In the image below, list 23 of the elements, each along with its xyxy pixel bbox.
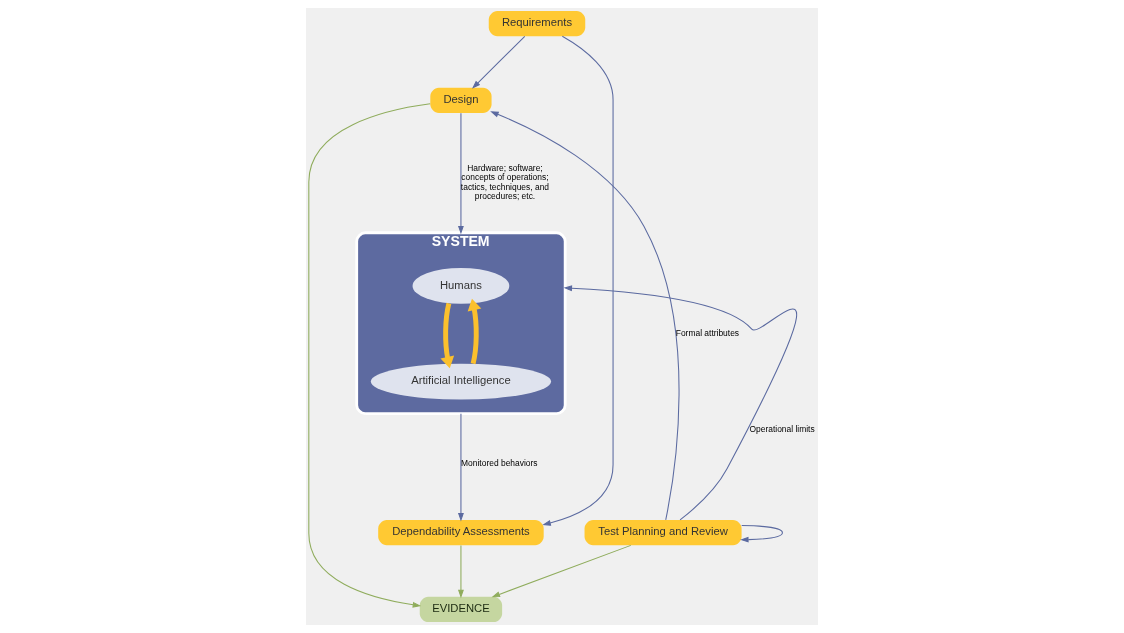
node-box: Requirements — [488, 10, 586, 37]
arrow — [472, 35, 526, 89]
edge-label: Formal attributes — [675, 327, 740, 338]
arrow — [542, 35, 614, 526]
node-box: Design — [430, 87, 492, 114]
node-box: Test Planning and Review — [584, 519, 742, 546]
arrow — [440, 302, 455, 369]
edge-label: Operational limits — [749, 423, 815, 434]
arrow — [740, 525, 783, 543]
arrow — [457, 413, 464, 522]
node-ellipse: Artificial Intelligence — [370, 363, 552, 400]
arrow — [490, 111, 680, 521]
edge-label: Hardware; software; concepts of operations; tactics, techniques, and procedures; etc. — [460, 163, 550, 201]
node-ellipse: Humans — [412, 268, 510, 304]
arrow — [457, 112, 464, 235]
arrow — [457, 544, 464, 599]
arrow — [491, 544, 632, 598]
arrow — [467, 298, 482, 365]
node-box: EVIDENCE — [419, 596, 503, 623]
arrow — [308, 103, 431, 608]
arrow — [563, 285, 798, 521]
node-box: Dependability Assessments — [378, 519, 544, 546]
edge-label: Monitored behaviors — [461, 458, 538, 469]
